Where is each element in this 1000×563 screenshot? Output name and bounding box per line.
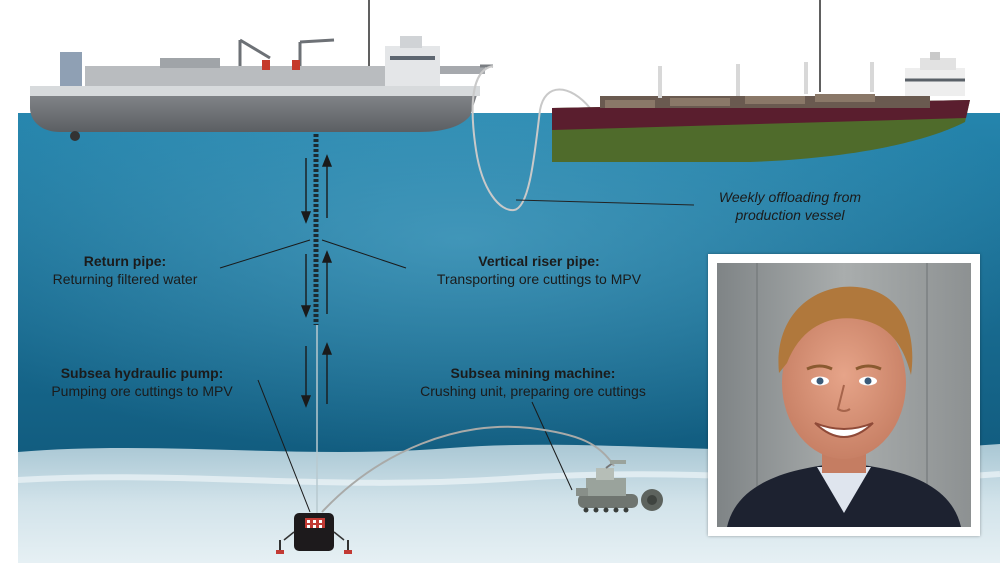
- portrait-photo-frame: [708, 254, 980, 536]
- hydraulic-pump-title: Subsea hydraulic pump:: [60, 365, 224, 381]
- mining-machine-title: Subsea mining machine:: [450, 365, 616, 381]
- riser-pipe-pointer: [321, 239, 407, 269]
- hydraulic-pump-label: Subsea hydraulic pump: Pumping ore cutti…: [36, 364, 248, 400]
- riser-pipe-title: Vertical riser pipe:: [478, 253, 600, 269]
- seabed-hose: [321, 425, 615, 513]
- bulk-carrier: [552, 52, 970, 162]
- return-pipe-title: Return pipe:: [83, 253, 167, 269]
- subsea-mining-machine: [576, 460, 663, 513]
- machine-pointer: [531, 401, 573, 491]
- riser-pipe-desc: Transporting ore cuttings to MPV: [436, 271, 642, 287]
- production-vessel: [30, 36, 493, 141]
- subsea-pump: [276, 513, 352, 554]
- portrait-photo: [717, 263, 971, 527]
- mining-machine-label: Subsea mining machine: Crushing unit, pr…: [404, 364, 662, 400]
- offloading-label: Weekly offloading from production vessel: [712, 188, 868, 224]
- offloading-pointer: [515, 199, 695, 206]
- hydraulic-pump-desc: Pumping ore cuttings to MPV: [51, 383, 233, 399]
- flow-arrows: [300, 154, 333, 408]
- return-pipe-pointer: [219, 239, 311, 269]
- return-pipe-label: Return pipe: Returning filtered water: [40, 252, 210, 288]
- riser-pipe-label: Vertical riser pipe: Transporting ore cu…: [420, 252, 658, 288]
- offloading-label-line2: production vessel: [735, 207, 845, 223]
- mining-machine-desc: Crushing unit, preparing ore cuttings: [420, 383, 646, 399]
- pump-pointer: [257, 379, 311, 513]
- offloading-label-line1: Weekly offloading from: [718, 189, 862, 205]
- offloading-hose: [471, 65, 591, 212]
- return-pipe-desc: Returning filtered water: [52, 271, 198, 287]
